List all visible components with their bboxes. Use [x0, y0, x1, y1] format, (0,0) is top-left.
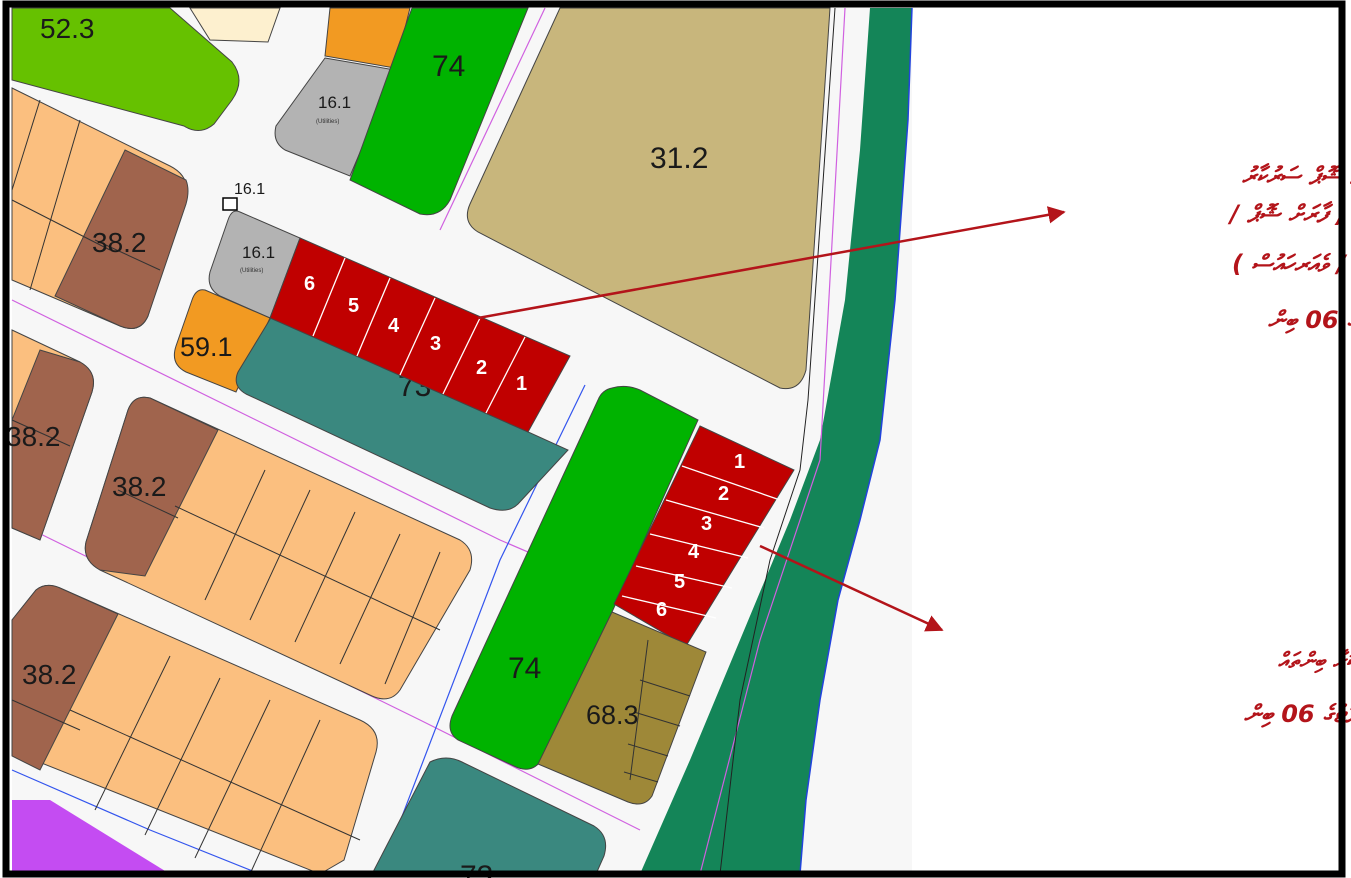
- institutional-zone: [12, 800, 170, 874]
- parcel-line: [629, 639, 649, 781]
- annotation-upper-line-4: 2000 އަކަފޫޓުގެ 06 ބިން: [1268, 306, 1351, 334]
- zone-label-38-2-b: 38.2: [6, 421, 61, 452]
- annotation-arrow-upper: [477, 206, 1066, 320]
- plot-b-1-label: 1: [734, 451, 745, 473]
- zone-label-16-1-top: 16.1: [318, 93, 351, 112]
- residential-block-bottom: [11, 584, 378, 875]
- plot-a-2-label: 5: [348, 295, 359, 317]
- zone-cream-top: [189, 7, 281, 43]
- utilities-marker-icon: [222, 197, 238, 211]
- residential-block-left-edge: [11, 329, 94, 541]
- plot-a-6-label: 1: [516, 373, 527, 395]
- annotation-upper-line-2: ( ފާރަށް ޝޮޕް /: [1227, 200, 1346, 228]
- zone-label-16-1-mid: 16.1: [242, 243, 275, 262]
- zone-sublabel-16-1-mid: (Utilities): [240, 268, 263, 274]
- zone-label-74-bottom: 74: [508, 652, 541, 685]
- annotation-lower-line-2: 1400 އަކަފޫޓުގެ 06 ބިން: [1244, 700, 1351, 728]
- plot-b-6-label: 6: [656, 599, 667, 621]
- annotation-upper-line-1: މިކޮށްލާ ޝޮޕް ސަރުކާރު: [1242, 162, 1351, 190]
- annotation-arrow-lower: [759, 544, 944, 632]
- zone-73-mid: [235, 315, 569, 511]
- parcel-line: [699, 7, 846, 875]
- island-boundary-line: [799, 7, 913, 875]
- annotation-upper-line-3: ސަލޫން / ވެއަރހައުސް ): [1232, 250, 1351, 278]
- zone-label-38-2-c: 38.2: [112, 471, 167, 502]
- residential-block-middle: [84, 396, 473, 700]
- zone-74-bottom: [449, 385, 699, 770]
- zone-68-3: [537, 611, 707, 805]
- zone-label-74-top: 74: [432, 50, 465, 83]
- parcel-line: [439, 7, 546, 231]
- zone-label-16-1-marker: 16.1: [234, 181, 265, 198]
- parcel-line: [379, 384, 586, 875]
- forest-strip: [640, 8, 912, 874]
- zone-label-38-2-a: 38.2: [92, 227, 147, 258]
- plot-a-3-label: 4: [388, 315, 400, 337]
- zone-label-52-3: 52.3: [40, 13, 95, 44]
- parcel-line: [719, 7, 836, 875]
- zone-sublabel-16-1-top: (Utilities): [316, 119, 339, 125]
- plot-b-4-label: 4: [688, 541, 700, 563]
- plot-a-4-label: 3: [430, 333, 441, 355]
- plot-b-3-label: 3: [701, 513, 712, 535]
- zone-label-68-3: 68.3: [586, 700, 639, 730]
- parcel-line: [627, 743, 669, 757]
- parcel-line: [639, 679, 691, 697]
- plot-b-2-label: 2: [718, 483, 729, 505]
- commercial-plots-row-b: [613, 425, 795, 647]
- plot-a-1-label: 6: [304, 273, 315, 295]
- plot-b-5-label: 5: [674, 571, 685, 593]
- zone-73-bottom: [371, 757, 607, 875]
- zone-label-38-2-d: 38.2: [22, 659, 77, 690]
- zone-52-3: [11, 7, 240, 131]
- residential-block-top-left: [11, 87, 189, 329]
- zone-74-top: [349, 7, 529, 216]
- parcel-line: [11, 769, 261, 875]
- zone-label-59-1: 59.1: [180, 332, 233, 362]
- zone-16-1-top: [274, 57, 396, 177]
- zone-label-31-2: 31.2: [650, 142, 708, 175]
- plot-a-5-label: 2: [476, 357, 487, 379]
- parcel-line: [623, 771, 659, 783]
- zone-31-2: [466, 7, 831, 390]
- parcel-line: [633, 711, 681, 727]
